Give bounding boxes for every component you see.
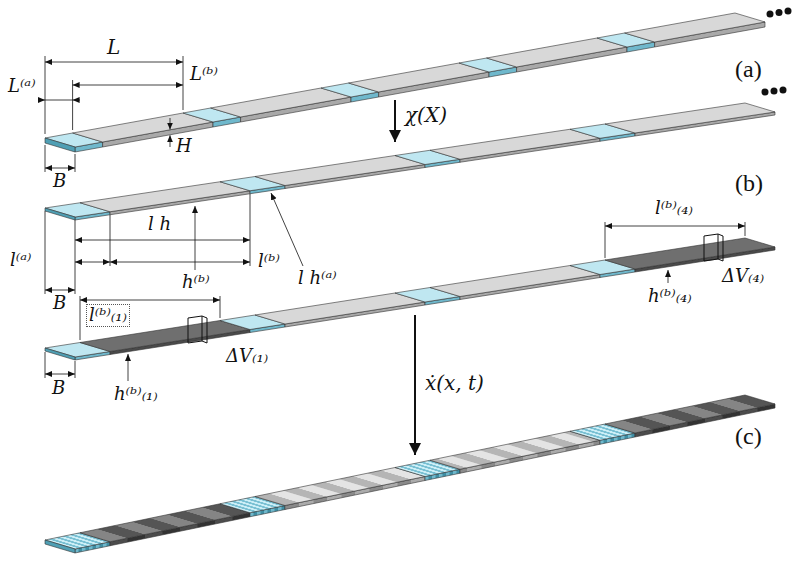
strip-side — [75, 247, 775, 360]
strip-end — [45, 208, 75, 220]
dimension-lines-b-lower — [45, 222, 745, 381]
dimension-label: h⁽ᵇ⁾₍₄₎ — [648, 286, 692, 307]
strip-b-upper — [45, 103, 775, 220]
dimension-label: l h — [148, 214, 171, 235]
dimension-label: L⁽ᵇ⁾ — [190, 64, 218, 85]
strip-top — [45, 238, 775, 357]
strip-side — [75, 22, 765, 152]
dimension-label: B — [52, 378, 65, 399]
dimension-lines-b — [45, 193, 303, 294]
volume-element — [704, 234, 723, 261]
dimension-label: l⁽ᵃ⁾ — [10, 250, 31, 271]
dimension-label: ΔV₍₄₎ — [722, 266, 764, 287]
dimension-label: h⁽ᵇ⁾ — [182, 272, 210, 293]
dimension-label: l⁽ᵇ⁾₍₄₎ — [655, 198, 693, 219]
strip-top — [45, 395, 775, 549]
dimension-label: ΔV₍₁₎ — [226, 346, 268, 367]
dimension-label: B — [53, 293, 66, 314]
dimension-label: L⁽ᵃ⁾ — [8, 76, 36, 97]
strip-end — [45, 348, 75, 360]
continuation-dots — [762, 8, 792, 96]
strip-deformed — [45, 395, 775, 553]
strip-side — [75, 404, 775, 553]
panel-label: (c) — [735, 423, 762, 451]
strip-end — [45, 138, 75, 152]
panel-label: (a) — [735, 56, 762, 84]
strip-side — [75, 112, 775, 220]
dimension-lines-a — [38, 56, 183, 172]
dimension-label: L — [107, 36, 120, 59]
dimension-label: χ(X) — [405, 104, 447, 127]
motion-arrow — [414, 315, 416, 455]
panel-label: (b) — [735, 170, 763, 198]
dimension-label: l⁽ᵇ⁾ — [258, 251, 280, 272]
dimension-label: l⁽ᵇ⁾₍₁₎ — [86, 304, 130, 327]
strip-b-lower — [45, 238, 775, 360]
dimension-label: h⁽ᵇ⁾₍₁₎ — [114, 384, 158, 405]
dimension-label: l h⁽ᵃ⁾ — [298, 268, 337, 289]
dimension-label: ẋ(x, t) — [425, 372, 484, 395]
dimension-label: H — [176, 136, 192, 157]
strip-end — [45, 540, 75, 553]
dimension-label: B — [53, 171, 66, 192]
mapping-arrow — [394, 100, 396, 142]
volume-element — [188, 316, 207, 343]
